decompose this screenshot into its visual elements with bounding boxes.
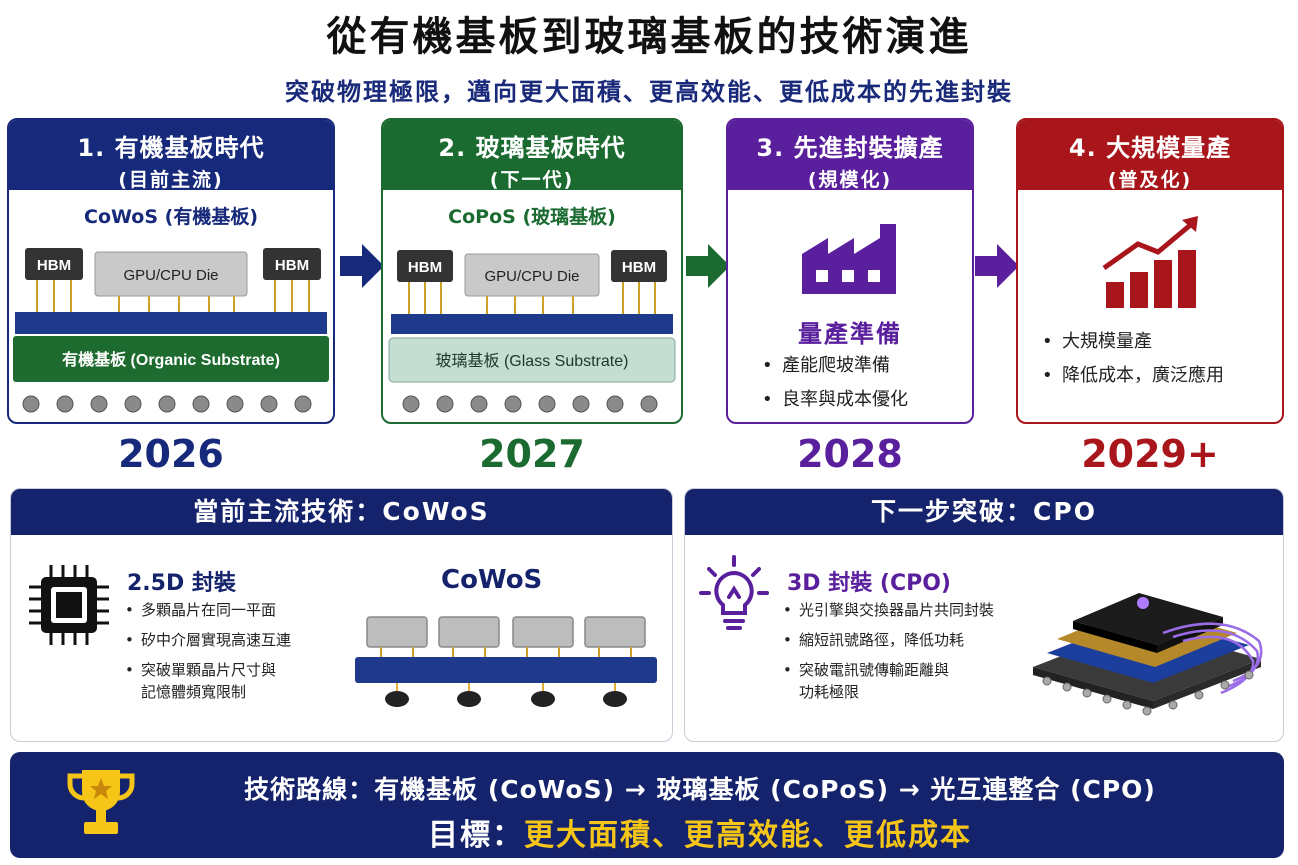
roadmap-footer: 技術路線：有機基板 (CoWoS) → 玻璃基板 (CoPoS) → 光互連整合… [10,752,1284,858]
page-subtitle: 突破物理極限，邁向更大面積、更高效能、更低成本的先進封裝 [285,78,1013,106]
stage-title: 2. 玻璃基板時代 [438,134,626,162]
next-tech-panel: 下一步突破：CPO 3D 封裝 (CPO) 光引擎與交換器晶片共同封裝 縮短訊號… [684,488,1284,742]
hbm-label: HBM [37,257,71,274]
stage-year: 2028 [797,432,903,476]
roadmap-goal: 目標：更大面積、更高效能、更低成本 [170,810,1230,854]
solder-balls [22,395,312,413]
growth-chart-icon [1102,216,1198,308]
stage-title: 3. 先進封裝擴產 [756,134,944,162]
bump-lines [36,280,310,312]
panel-header: 當前主流技術：CoWoS [11,489,672,535]
lightbulb-icon [699,555,769,630]
stage-year: 2026 [118,432,224,476]
die-label: GPU/CPU Die [123,267,218,284]
die-chip [94,251,248,297]
panel-title: 2.5D 封裝 [127,571,236,596]
stage-year: 2029+ [1081,432,1219,476]
hbm-label: HBM [275,257,309,274]
interposer-layer [15,312,327,334]
die-chip [464,253,600,297]
stage-subtitle: (目前主流) [118,169,224,191]
cowos-diagram [355,616,657,707]
roadmap-route-text: 技術路線：有機基板 (CoWoS) → 玻璃基板 (CoPoS) → 光互連整合… [244,775,1156,804]
chip-icon [29,565,109,645]
current-tech-panel: 當前主流技術：CoWoS 2.5D 封裝 多顆晶片在同一平面 矽中介層實現高速互… [10,488,673,742]
stage-bullet-list: 大規模量產 降低成本，廣泛應用 [1038,330,1224,398]
diagram-label: CoWoS [441,565,543,595]
stage-tech-label: CoWoS (有機基板) [84,206,258,228]
hbm-chip [263,248,321,280]
arrow-right-icon [340,244,384,288]
panel-bullet-list: 光引擎與交換器晶片共同封裝 縮短訊號路徑，降低功耗 突破電訊號傳輸距離與 功耗極… [781,599,1031,711]
hbm-chip [25,248,83,280]
goal-label: 目標： [428,818,524,853]
arrow-right-icon [686,244,730,288]
page-title: 從有機基板到玻璃基板的技術演進 [326,14,972,60]
stage-header: 3. 先進封裝擴產 (規模化) [728,120,972,191]
stage-header: 2. 玻璃基板時代 (下一代) [383,120,681,191]
stage-label: 量產準備 [798,320,902,348]
stage-tech-label: CoPoS (玻璃基板) [448,206,616,228]
stage-bullet-list: 產能爬坡準備 良率與成本優化 [758,354,908,422]
glass-substrate [388,337,676,383]
stage-year: 2027 [479,432,585,476]
panel-title: 3D 封裝 (CPO) [787,571,951,596]
substrate-label: 玻璃基板 (Glass Substrate) [436,352,629,370]
hbm-chip [611,250,667,282]
stage-header: 1. 有機基板時代 (目前主流) [9,120,333,191]
stage-title: 1. 有機基板時代 [77,134,265,162]
list-item: 良率與成本優化 [758,388,908,412]
stage-subtitle: (規模化) [807,169,893,191]
organic-substrate [13,336,329,382]
list-item: 突破電訊號傳輸距離與 功耗極限 [781,659,1031,703]
stage-card-mass-production: 4. 大規模量產 (普及化) 大規模量產 降低成本，廣泛應用 [1016,118,1284,424]
copos-glass-diagram: HBM GPU/CPU Die HBM 玻璃基板 (Glass Substrat… [388,250,676,383]
stage-subtitle: (下一代) [489,169,575,191]
panel-header: 下一步突破：CPO [685,489,1283,535]
interposer-layer [391,314,673,334]
hbm-label: HBM [622,259,656,276]
bump-lines [408,282,656,314]
panel-bullet-list: 多顆晶片在同一平面 矽中介層實現高速互連 突破單顆晶片尺寸與 記憶體頻寬限制 [123,599,323,711]
solder-balls [402,395,658,413]
substrate-label: 有機基板 (Organic Substrate) [62,350,280,369]
arrow-right-icon [975,244,1019,288]
stage-card-expansion: 3. 先進封裝擴產 (規模化) 量產準備 產能爬坡準備 良率與成本優化 [726,118,974,424]
hbm-chip [397,250,453,282]
cowos-organic-diagram: HBM GPU/CPU Die HBM 有機基板 (Organic Substr… [13,248,329,382]
stage-header: 4. 大規模量產 (普及化) [1018,120,1282,191]
list-item: 多顆晶片在同一平面 [123,599,323,621]
die-label: GPU/CPU Die [484,268,579,285]
list-item: 光引擎與交換器晶片共同封裝 [781,599,1031,621]
list-item: 大規模量產 [1038,330,1224,354]
list-item: 產能爬坡準備 [758,354,908,378]
hbm-label: HBM [408,259,442,276]
list-item: 突破單顆晶片尺寸與 記憶體頻寬限制 [123,659,323,703]
stage-card-glass: 2. 玻璃基板時代 (下一代) CoPoS (玻璃基板) HBM GPU/CPU… [381,118,683,424]
cpo-package-diagram [1033,593,1263,716]
trophy-icon [67,770,135,834]
stage-card-organic: 1. 有機基板時代 (目前主流) CoWoS (有機基板) HBM GPU/CP… [7,118,335,424]
stage-subtitle: (普及化) [1107,169,1193,191]
factory-icon [802,224,896,294]
list-item: 縮短訊號路徑，降低功耗 [781,629,1031,651]
goal-text: 更大面積、更高效能、更低成本 [524,818,972,853]
list-item: 矽中介層實現高速互連 [123,629,323,651]
list-item: 降低成本，廣泛應用 [1038,364,1224,388]
stage-title: 4. 大規模量產 [1068,134,1232,162]
